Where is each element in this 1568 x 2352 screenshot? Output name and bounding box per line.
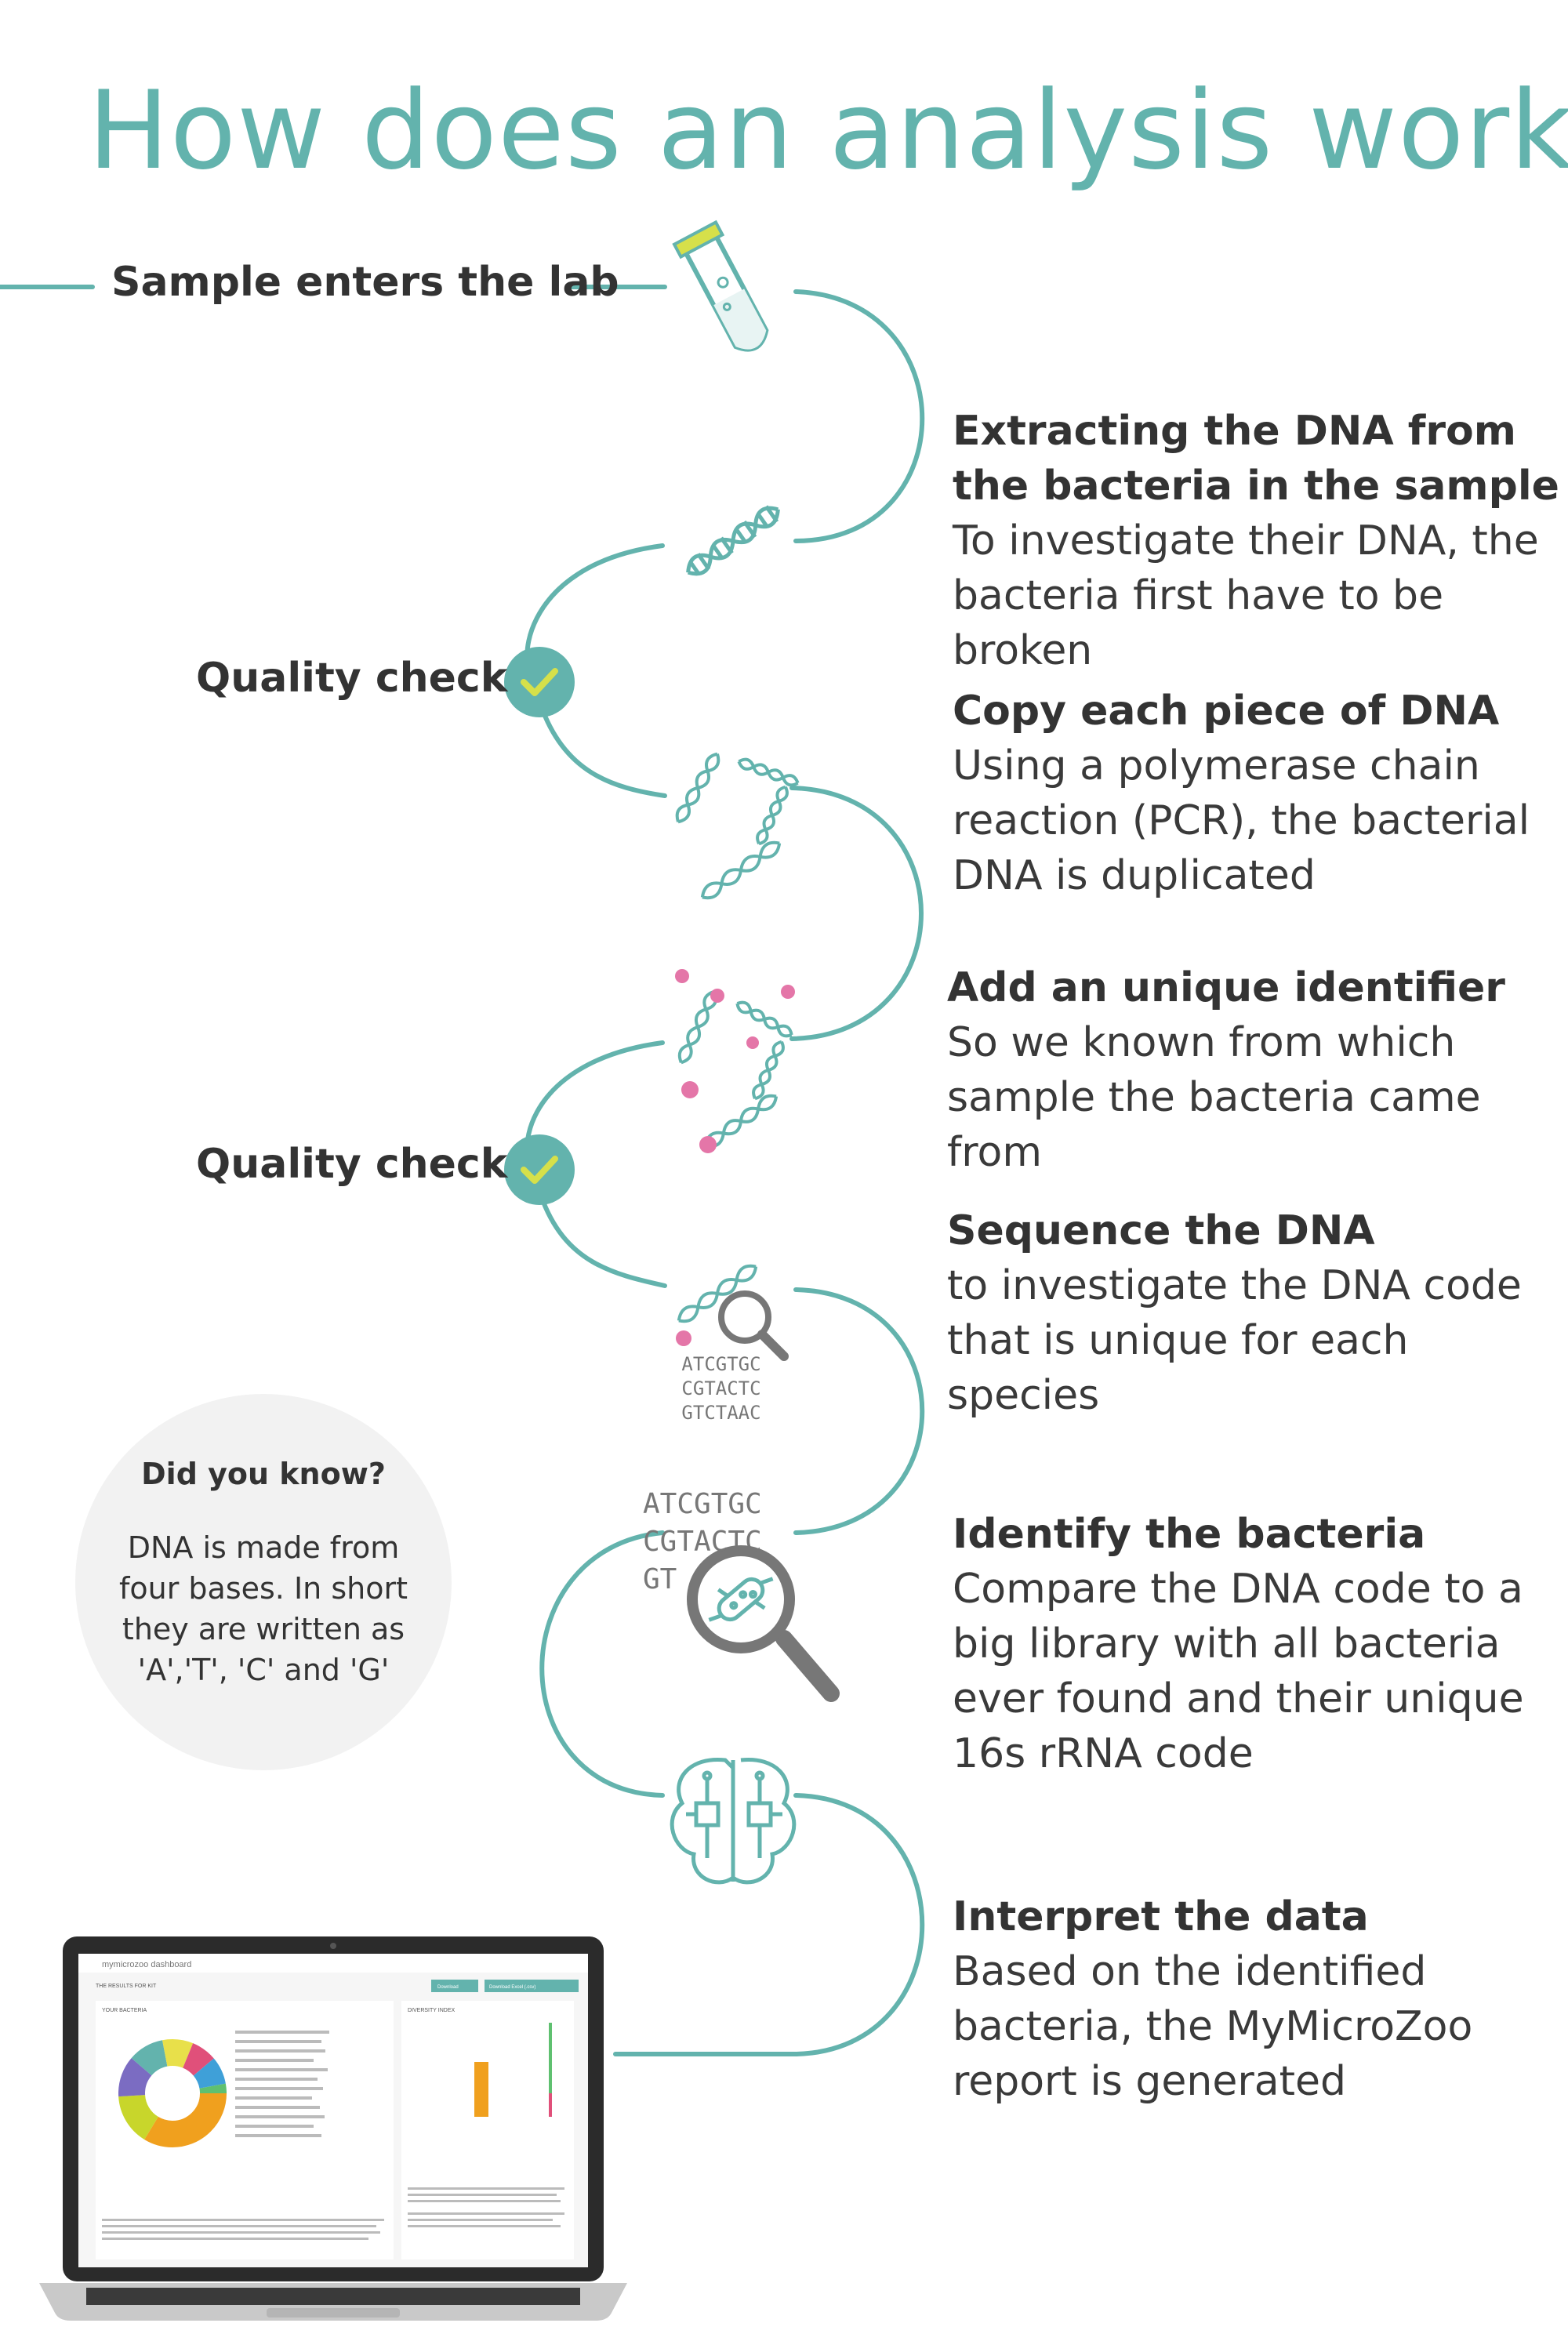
dna-sequence-small: ATCGTGC CGTACTC GTCTAAC: [681, 1353, 761, 1424]
check-icon: [521, 668, 558, 696]
laptop-keyboard: [86, 2288, 580, 2305]
dna-magnifier-icon: [676, 1264, 789, 1361]
legend-lines: [102, 2031, 564, 2240]
step-body: to investigate the DNA code that is uniq…: [947, 1262, 1522, 1419]
page-title: How does an analysis work?: [88, 67, 1568, 194]
did-you-know-body: DNA is made from four bases. In short th…: [119, 1530, 408, 1687]
dna-helix-icon: [686, 505, 780, 576]
step-extract-dna: Extracting the DNA from the bacteria in …: [953, 404, 1564, 678]
donut-chart: [118, 2039, 227, 2147]
step-body: Compare the DNA code to a big library wi…: [953, 1566, 1524, 1777]
dna-sequence-large: ATCGTGC CGTACTC GT: [643, 1488, 762, 1595]
webcam-icon: [330, 1943, 336, 1949]
magnifier-bacteria-icon: [687, 1545, 840, 1702]
did-you-know-circle: Did you know? DNA is made from four base…: [75, 1394, 452, 1770]
label-sample-enters-lab: Sample enters the lab: [111, 259, 619, 306]
step-identify-bacteria: Identify the bacteria Compare the DNA co…: [953, 1507, 1564, 1781]
dashboard-download-excel-button: [485, 1980, 579, 1992]
check-icon: [521, 1156, 558, 1184]
step-interpret-data: Interpret the data Based on the identifi…: [953, 1889, 1564, 2109]
step-heading: Identify the bacteria: [953, 1511, 1426, 1558]
svg-text:YOUR BACTERIA: YOUR BACTERIA: [102, 2008, 147, 2013]
step-add-identifier: Add an unique identifier So we known fro…: [947, 960, 1559, 1180]
step-heading: Add an unique identifier: [947, 964, 1505, 1011]
dashboard-brand: mymicrozoo dashboard: [102, 1960, 191, 1969]
laptop-trackpad: [267, 2308, 400, 2318]
step-heading: Copy each piece of DNA: [953, 688, 1500, 735]
dashboard-diversity-panel: [401, 2001, 574, 2259]
dna-identifier-icon: [675, 969, 795, 1153]
step-heading: Interpret the data: [953, 1893, 1369, 1940]
step-heading: Extracting the DNA from the bacteria in …: [953, 408, 1559, 510]
svg-text:Download Excel (.csv): Download Excel (.csv): [489, 1985, 535, 1990]
test-tube-icon: [672, 220, 769, 352]
step-body: Based on the identified bacteria, the My…: [953, 1948, 1473, 2105]
check-circle-2: [504, 1134, 575, 1205]
check-circle-1: [504, 647, 575, 717]
laptop-dashboard-illustration: mymicrozoo dashboard THE RESULTS FOR KIT…: [39, 1936, 627, 2321]
label-quality-check-2: Quality check: [196, 1141, 508, 1188]
step-body: So we known from which sample the bacter…: [947, 1019, 1481, 1176]
did-you-know-title: Did you know?: [141, 1457, 386, 1491]
dashboard-download-button: [431, 1980, 478, 1992]
brain-circuit-icon: [670, 1757, 797, 1885]
step-sequence-dna: Sequence the DNA to investigate the DNA …: [947, 1203, 1559, 1423]
svg-text:Download: Download: [437, 1985, 459, 1990]
dna-copies-icon: [675, 752, 800, 900]
diversity-bar: [474, 2062, 488, 2117]
step-heading: Sequence the DNA: [947, 1207, 1375, 1254]
step-body: To investigate their DNA, the bacteria f…: [953, 517, 1539, 674]
step-copy-dna: Copy each piece of DNA Using a polymeras…: [953, 684, 1564, 903]
step-body: Using a polymerase chain reaction (PCR),…: [953, 742, 1530, 899]
flow-path: [0, 285, 925, 2056]
svg-text:DIVERSITY INDEX: DIVERSITY INDEX: [408, 2008, 455, 2013]
dashboard-results-label: THE RESULTS FOR KIT: [96, 1984, 157, 1989]
label-quality-check-1: Quality check: [196, 655, 508, 702]
